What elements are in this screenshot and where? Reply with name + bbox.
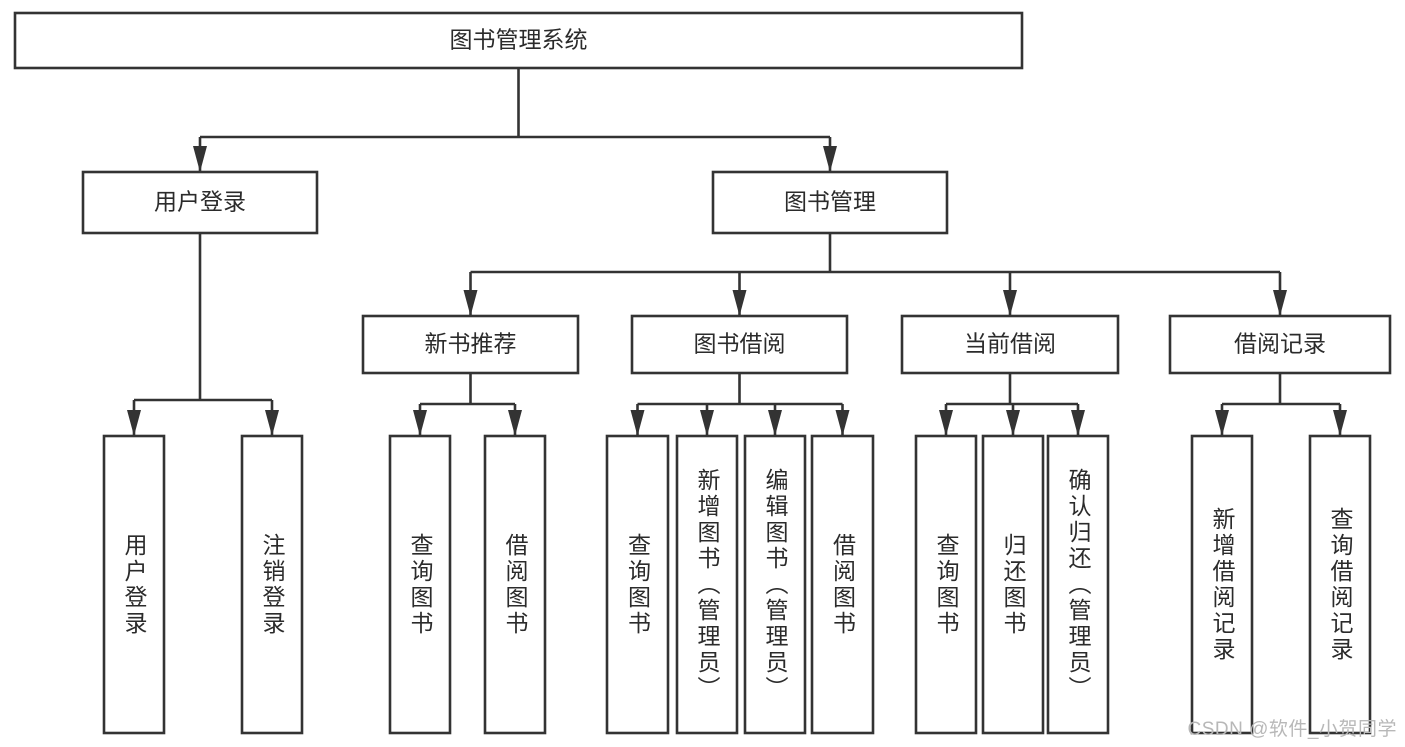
arrow-head-icon <box>1071 410 1085 436</box>
node-box-leaf-current-query <box>914 434 978 735</box>
node-box-newbook <box>361 314 580 375</box>
node-box-leaf-new-query <box>388 434 452 735</box>
node-label-bookmgmt: 图书管理 <box>784 189 876 215</box>
node-bookmgmt[interactable]: 图书管理 <box>711 170 949 235</box>
arrow-head-icon <box>1006 410 1020 436</box>
node-box-leaf-user-login <box>102 434 166 735</box>
arrow-head-icon <box>835 410 850 436</box>
node-box-root <box>13 11 1024 70</box>
node-box-leaf-borrow-edit <box>743 434 807 735</box>
arrow-head-icon <box>463 290 478 316</box>
node-label-newbook: 新书推荐 <box>425 331 517 357</box>
arrow-head-icon <box>1215 410 1229 436</box>
node-borrow[interactable]: 图书借阅 <box>630 314 849 375</box>
node-login[interactable]: 用户登录 <box>81 170 319 235</box>
node-leaf-borrow-edit[interactable] <box>743 434 807 735</box>
node-leaf-new-borrow[interactable] <box>483 434 547 735</box>
connector-layer <box>127 68 1347 436</box>
arrow-head-icon <box>265 410 279 436</box>
arrow-head-icon <box>768 410 782 436</box>
arrow-head-icon <box>823 146 837 172</box>
node-box-leaf-borrow-query <box>605 434 670 735</box>
arrow-head-icon <box>1003 290 1017 316</box>
node-leaf-record-add[interactable] <box>1190 434 1254 735</box>
node-leaf-current-query[interactable] <box>914 434 978 735</box>
node-box-leaf-borrow-lend <box>810 434 875 735</box>
node-label-root: 图书管理系统 <box>450 27 588 53</box>
node-current[interactable]: 当前借阅 <box>900 314 1120 375</box>
node-label-borrow: 图书借阅 <box>694 331 786 357</box>
node-leaf-borrow-query[interactable] <box>605 434 670 735</box>
node-box-leaf-current-confirm <box>1046 434 1110 735</box>
arrow-head-icon <box>193 146 207 172</box>
node-leaf-borrow-add[interactable] <box>675 434 739 735</box>
node-box-records <box>1168 314 1392 375</box>
node-box-leaf-new-borrow <box>483 434 547 735</box>
node-box-leaf-record-add <box>1190 434 1254 735</box>
node-box-login <box>81 170 319 235</box>
arrow-head-icon <box>939 410 953 436</box>
arrow-head-icon <box>732 290 747 316</box>
node-box-current <box>900 314 1120 375</box>
node-records[interactable]: 借阅记录 <box>1168 314 1392 375</box>
node-leaf-user-logout[interactable] <box>240 434 304 735</box>
arrow-head-icon <box>508 410 522 436</box>
arrow-head-icon <box>700 410 714 436</box>
node-box-leaf-current-return <box>981 434 1045 735</box>
node-box-borrow <box>630 314 849 375</box>
node-leaf-record-query[interactable] <box>1308 434 1372 735</box>
node-label-current: 当前借阅 <box>964 331 1056 357</box>
watermark-label: CSDN @软件_小贺同学 <box>1187 719 1397 740</box>
arrow-head-icon <box>413 410 427 436</box>
arrow-head-icon <box>1333 410 1347 436</box>
node-box-leaf-borrow-add <box>675 434 739 735</box>
arrow-head-icon <box>1273 290 1287 316</box>
node-leaf-current-return[interactable] <box>981 434 1045 735</box>
node-label-records: 借阅记录 <box>1234 331 1326 357</box>
node-leaf-current-confirm[interactable] <box>1046 434 1110 735</box>
node-label-login: 用户登录 <box>154 189 246 215</box>
arrow-head-icon <box>630 410 645 436</box>
node-leaf-user-login[interactable] <box>102 434 166 735</box>
node-root[interactable]: 图书管理系统 <box>13 11 1024 70</box>
node-leaf-borrow-lend[interactable] <box>810 434 875 735</box>
node-leaf-new-query[interactable] <box>388 434 452 735</box>
node-box-leaf-user-logout <box>240 434 304 735</box>
arrow-head-icon <box>127 410 141 436</box>
node-newbook[interactable]: 新书推荐 <box>361 314 580 375</box>
node-box-bookmgmt <box>711 170 949 235</box>
node-box-leaf-record-query <box>1308 434 1372 735</box>
